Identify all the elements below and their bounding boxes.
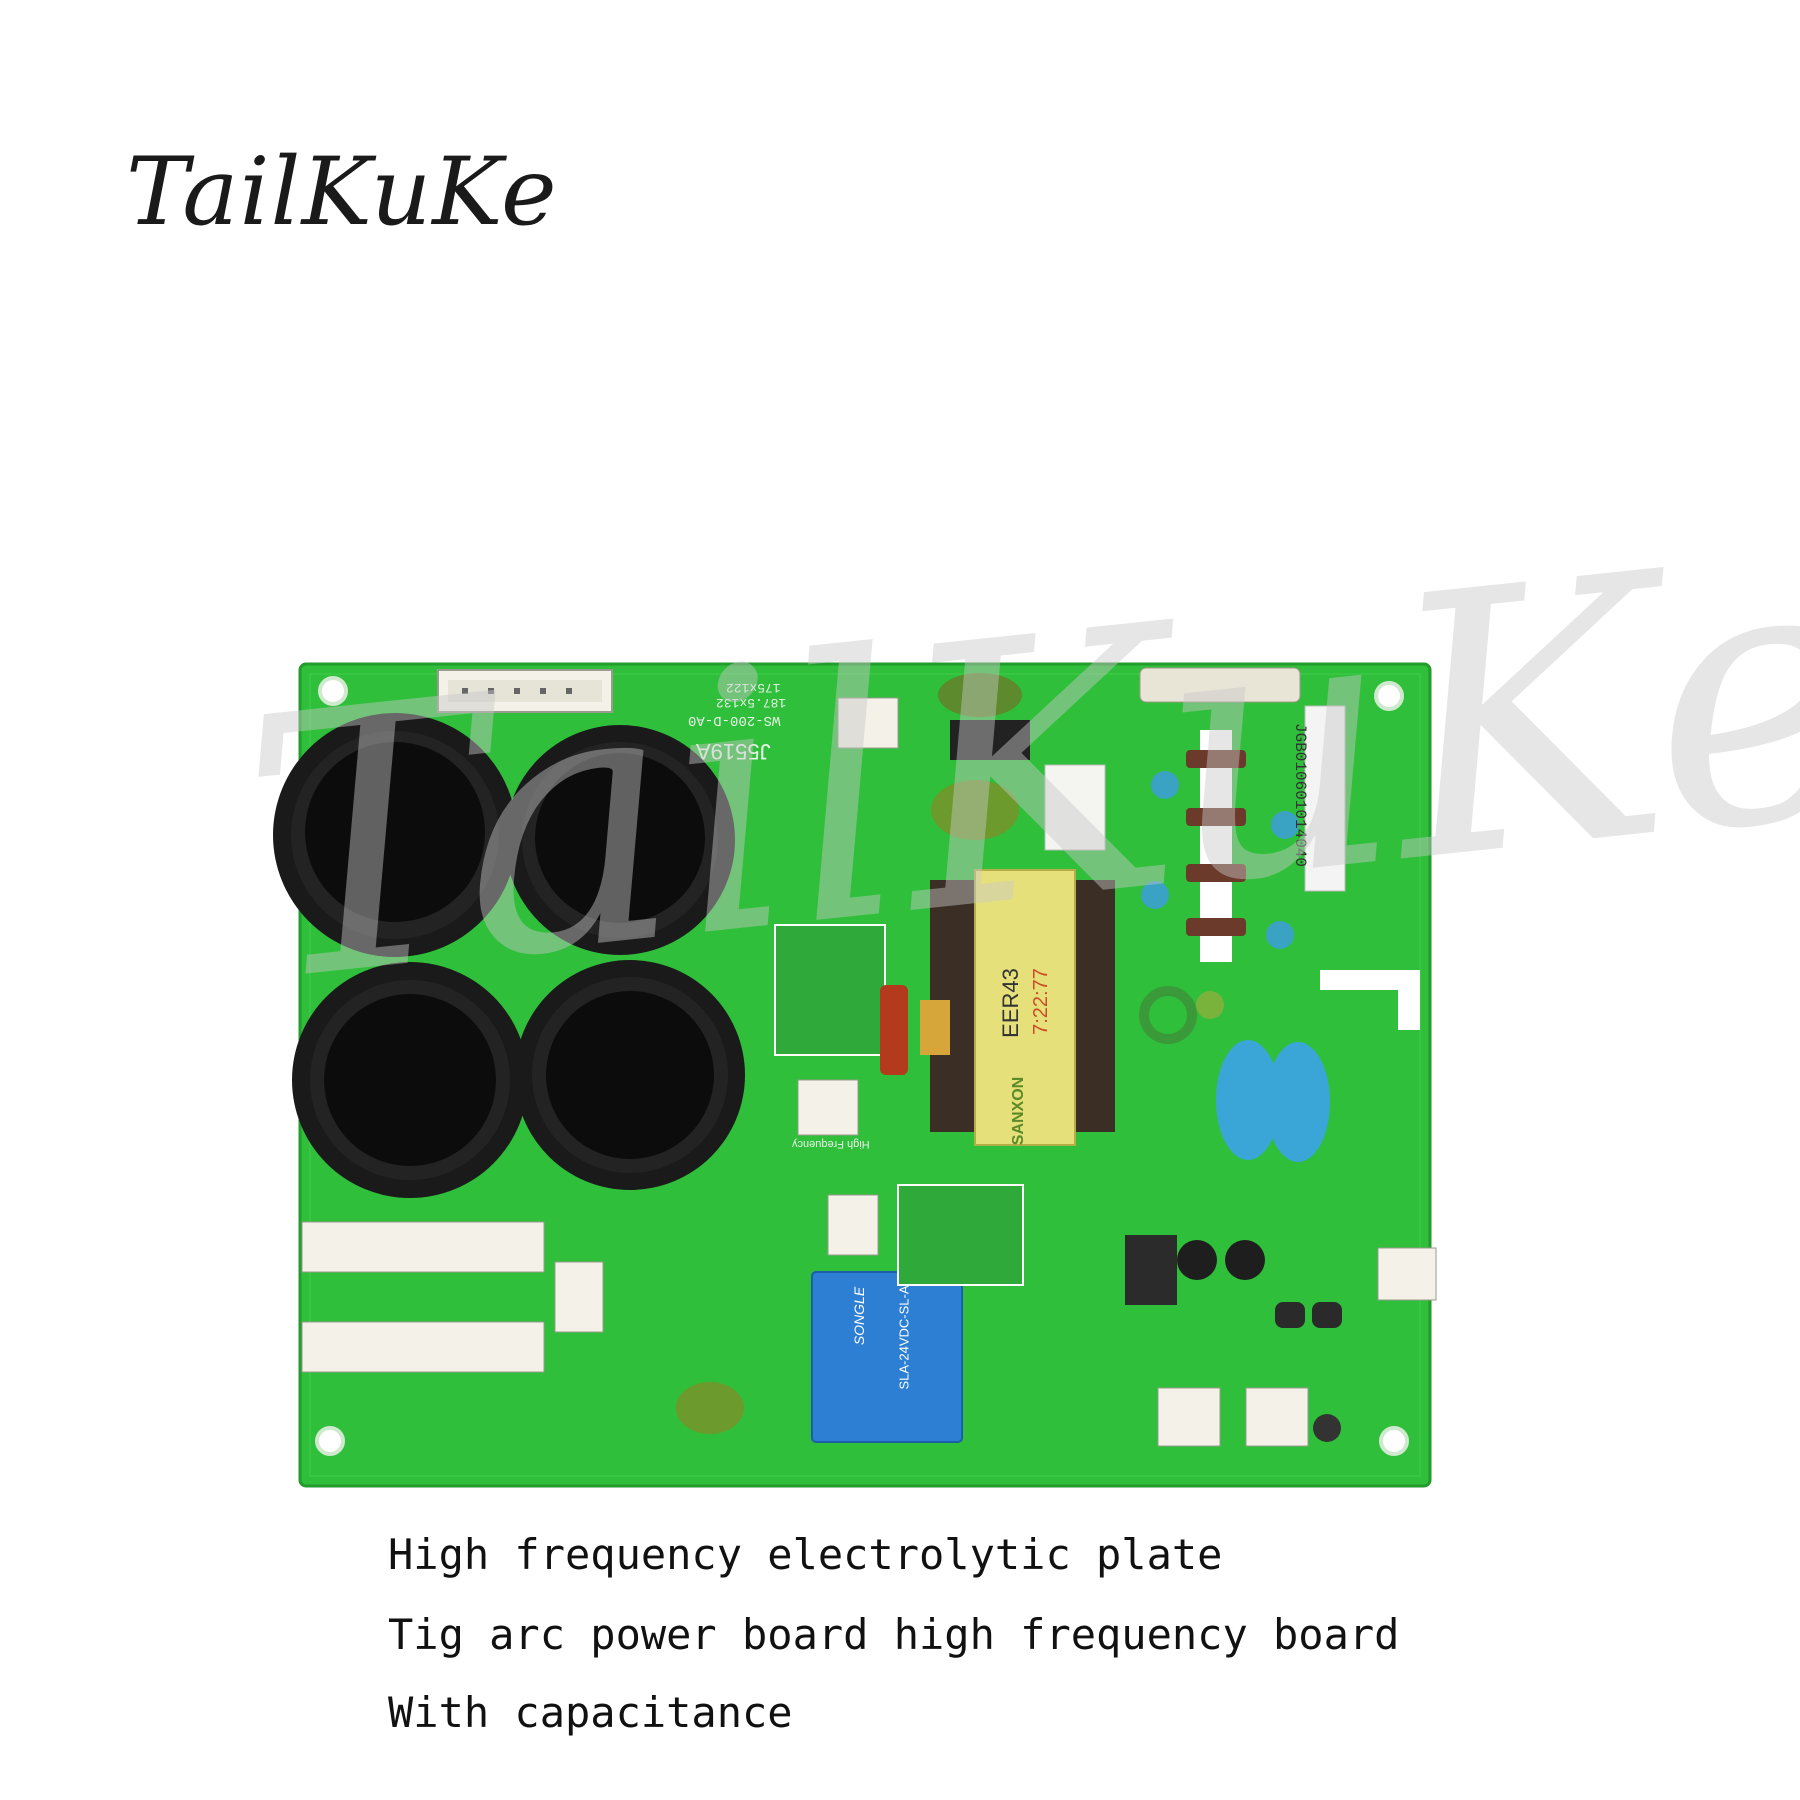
- caption-line-2: Tig arc power board high frequency board: [388, 1610, 1400, 1659]
- capacitor: [292, 962, 528, 1198]
- transformer: [920, 869, 1115, 1146]
- brand-logo: TailKuKe: [126, 138, 558, 247]
- relay-brand: SONGLE: [851, 1286, 868, 1346]
- hf-label: High Frequency: [792, 1138, 870, 1150]
- relay: [811, 1271, 963, 1443]
- caption-line-3: With capacitance: [388, 1688, 793, 1737]
- transformer-brand: SANXON: [1010, 1076, 1028, 1146]
- mounting-holes: [315, 676, 1409, 1456]
- relay-model: SLA-24VDC-SL-A: [896, 1285, 912, 1390]
- top-connector: [437, 669, 613, 713]
- caption-line-1: High frequency electrolytic plate: [388, 1530, 1223, 1579]
- capacitor: [273, 713, 517, 957]
- capacitor: [515, 960, 745, 1190]
- capacitor: [505, 725, 735, 955]
- serial-label: [1304, 705, 1346, 892]
